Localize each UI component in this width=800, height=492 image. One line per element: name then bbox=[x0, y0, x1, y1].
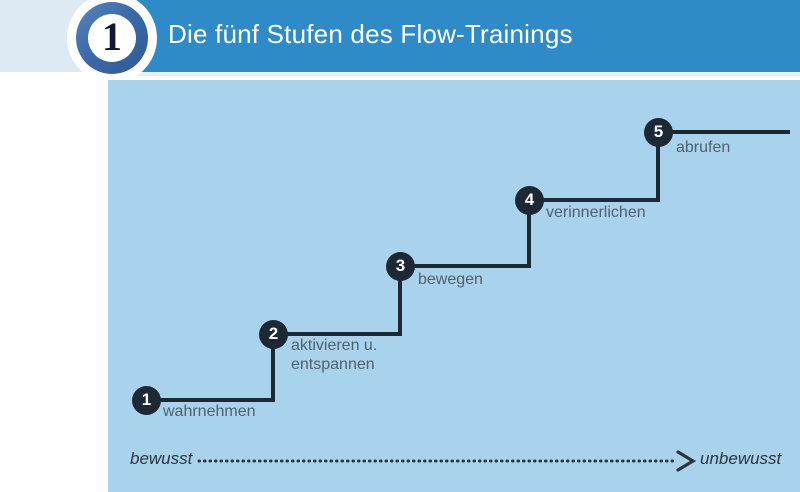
header-underline bbox=[90, 72, 800, 76]
logo-glyph: 1 bbox=[102, 14, 122, 59]
header-bar bbox=[90, 0, 800, 72]
step-node-3[interactable]: 3 bbox=[386, 252, 415, 281]
diagram-panel bbox=[108, 80, 800, 492]
axis-label-left: bewusst bbox=[130, 449, 193, 468]
step-label-2: aktivieren u. entspannen bbox=[291, 336, 421, 374]
step-label-1: wahrnehmen bbox=[163, 403, 256, 420]
step-node-4[interactable]: 4 bbox=[515, 186, 544, 215]
step-number-2: 2 bbox=[268, 324, 279, 343]
axis-label-right: unbewusst bbox=[700, 449, 782, 468]
step-label-4: verinnerlichen bbox=[546, 204, 646, 221]
step-label-2-line2: entspannen bbox=[291, 356, 375, 373]
logo: 1 bbox=[67, 0, 157, 83]
step-node-1[interactable]: 1 bbox=[132, 386, 161, 415]
step-node-2[interactable]: 2 bbox=[259, 320, 288, 349]
page-title: Die fünf Stufen des Flow-Trainings bbox=[168, 19, 573, 49]
step-number-3: 3 bbox=[395, 256, 406, 275]
step-label-2-line1: aktivieren u. bbox=[291, 337, 378, 354]
step-label-5: abrufen bbox=[676, 139, 731, 156]
step-number-5: 5 bbox=[653, 122, 664, 141]
step-node-5[interactable]: 5 bbox=[644, 118, 673, 147]
axis-arrowhead-icon bbox=[676, 450, 697, 472]
logo-inner-circle: 1 bbox=[88, 14, 136, 62]
step-number-1: 1 bbox=[141, 390, 152, 409]
step-number-4: 4 bbox=[524, 190, 535, 209]
step-label-3: bewegen bbox=[418, 271, 483, 288]
